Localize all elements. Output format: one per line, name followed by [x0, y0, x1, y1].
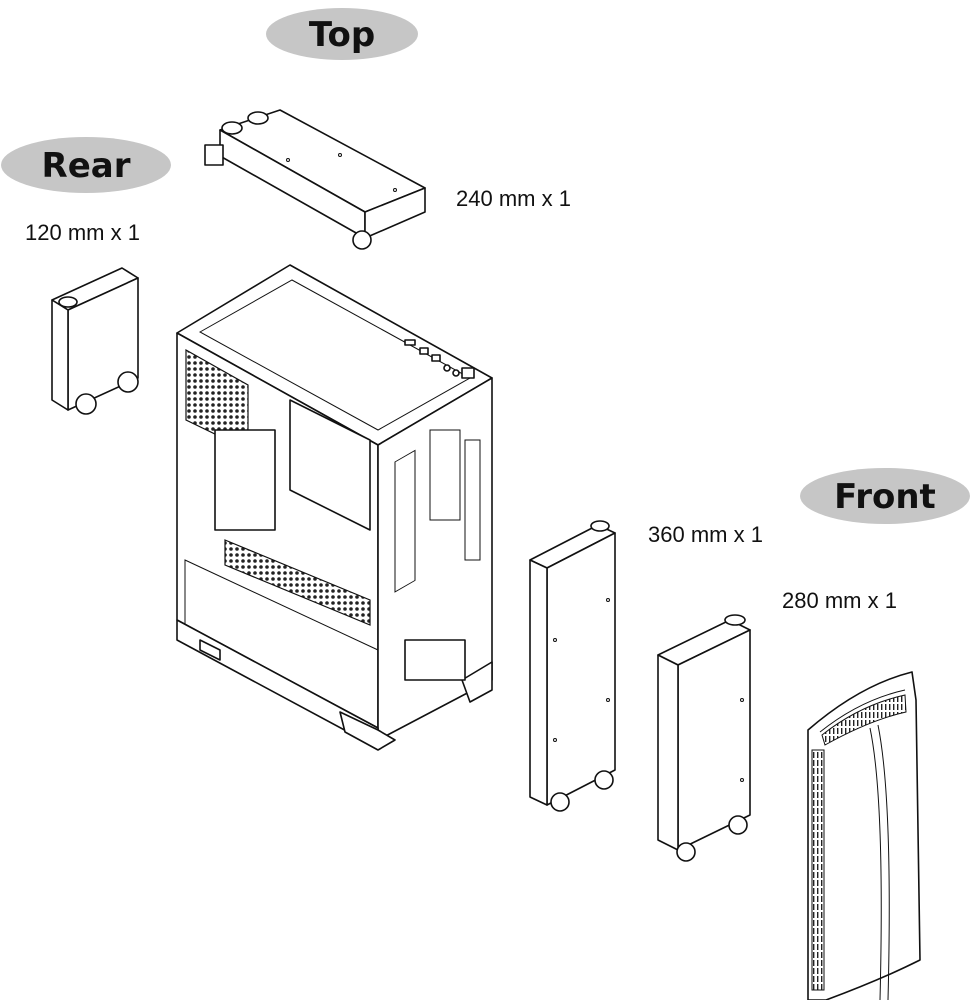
front-360-radiator: [529, 520, 616, 812]
front-foot: [339, 711, 396, 751]
front-280-radiator: [657, 614, 751, 862]
psu-shroud-mesh: [224, 539, 371, 626]
motherboard-tray: [289, 399, 371, 531]
rear-foot: [199, 639, 221, 661]
rear-label-pill: Rear: [1, 137, 171, 193]
top-radiator-size: 240 mm x 1: [456, 186, 571, 211]
rear-radiator-size: 120 mm x 1: [25, 220, 140, 245]
expansion-slots: [214, 429, 276, 531]
top-label-pill: Top: [266, 8, 418, 60]
right-foot: [461, 661, 493, 703]
pc-case-chassis: [176, 264, 493, 751]
front-360-radiator-size: 360 mm x 1: [648, 522, 763, 547]
front-label-pill: Front: [800, 468, 970, 524]
top-240-radiator: [204, 109, 426, 250]
drive-cage: [404, 639, 466, 681]
top-label: Top: [309, 15, 375, 55]
front-label: Front: [834, 477, 936, 517]
front-280-radiator-size: 280 mm x 1: [782, 588, 897, 613]
rear-120-radiator: [51, 267, 139, 415]
rear-label: Rear: [42, 146, 131, 186]
front-panel: [807, 671, 921, 1000]
